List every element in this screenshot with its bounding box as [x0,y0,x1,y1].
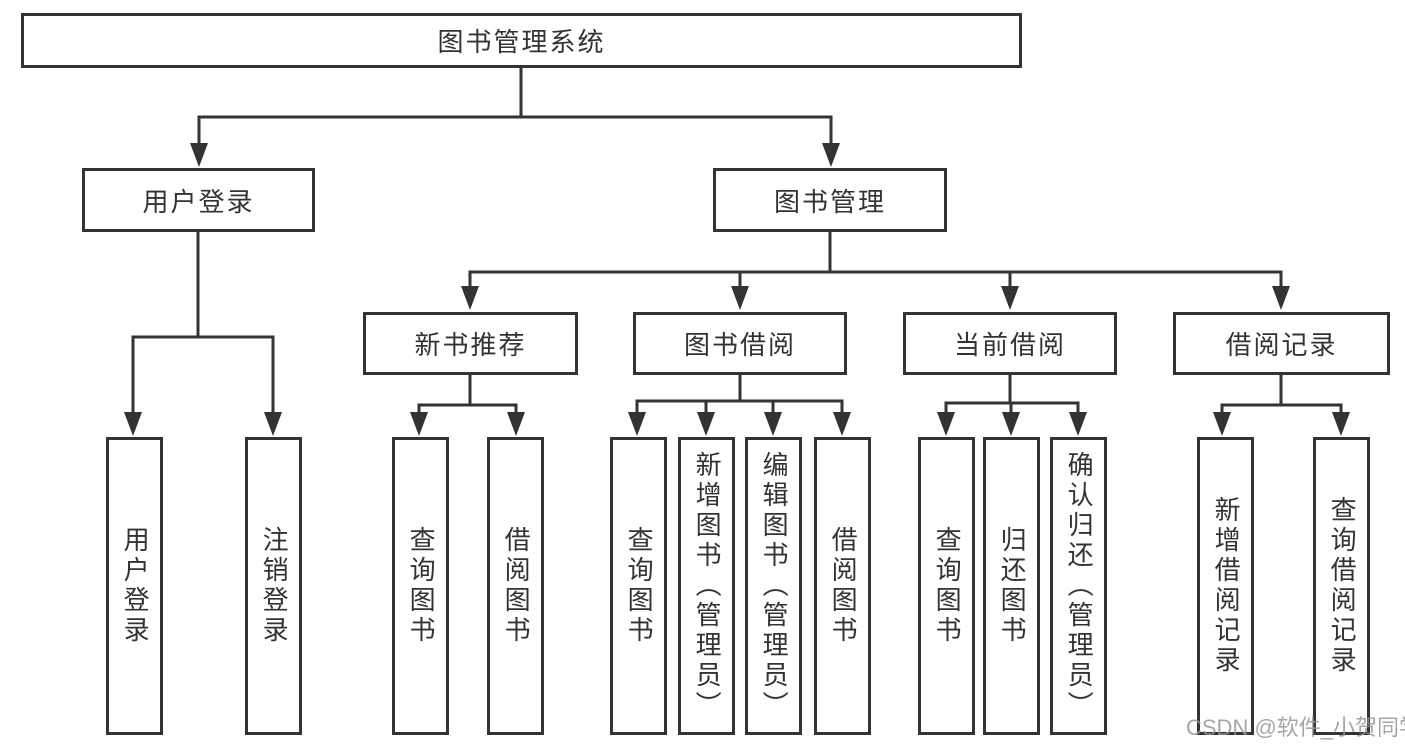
node-root: 图书管理系统 [21,13,1022,68]
leaf-label: 确认归还（管理员） [1064,451,1095,721]
node-root-label: 图书管理系统 [437,27,606,57]
arrow-down-icon [1272,286,1290,310]
node-user-login-label: 用户登录 [142,186,255,217]
leaf-user-login: 用户登录 [106,437,163,735]
node-borrowing-records-label: 借阅记录 [1225,330,1338,360]
arrow-down-icon [461,286,479,310]
leaf-label: 查询图书 [406,526,437,646]
leaf-borrow-books: 借阅图书 [487,437,544,735]
arrow-down-icon [507,412,525,436]
node-current-borrowing: 当前借阅 [903,312,1117,375]
leaf-query-books: 查询图书 [918,437,975,735]
arrow-down-icon [1001,286,1019,310]
node-new-book-recommend-label: 新书推荐 [414,330,527,360]
arrow-down-icon [628,412,646,436]
arrow-down-icon [697,412,715,436]
tree-edge [417,403,518,414]
node-book-borrowing-label: 图书借阅 [683,330,796,360]
tree-edge [1220,403,1343,414]
leaf-label: 查询借阅记录 [1327,496,1358,676]
arrow-down-icon [822,143,840,167]
leaf-label: 借阅图书 [828,526,859,646]
tree-edge [635,399,844,414]
arrow-down-icon [1213,412,1231,436]
arrow-down-icon [833,412,851,436]
tree-edge [468,270,1283,288]
leaf-add-borrow-record: 新增借阅记录 [1197,437,1254,735]
node-current-borrowing-label: 当前借阅 [953,330,1066,360]
arrow-down-icon [937,412,955,436]
tree-edge [131,335,275,414]
arrow-down-icon [190,143,208,167]
arrow-down-icon [1069,412,1087,436]
leaf-label: 用户登录 [120,526,151,646]
tree-edges [131,68,1343,414]
leaf-label: 查询图书 [932,526,963,646]
node-book-management-label: 图书管理 [773,186,886,217]
node-user-login: 用户登录 [82,168,315,232]
leaf-logout: 注销登录 [245,437,302,735]
arrow-down-icon [731,286,749,310]
leaf-query-books: 查询图书 [610,437,667,735]
leaf-label: 归还图书 [997,526,1028,646]
leaf-query-borrow-record: 查询借阅记录 [1313,437,1370,735]
watermark: CSDN @软件_小贺同学 [1186,715,1405,740]
leaf-query-books: 查询图书 [392,437,449,735]
arrow-down-icon [410,412,428,436]
leaf-label: 新增借阅记录 [1211,496,1242,676]
leaf-borrow-books: 借阅图书 [814,437,871,735]
arrow-down-icon [124,412,142,436]
leaf-add-book-admin: 新增图书（管理员） [678,437,735,735]
leaf-return-book: 归还图书 [983,437,1040,735]
leaf-confirm-return-admin: 确认归还（管理员） [1050,437,1107,735]
leaf-label: 查询图书 [624,526,655,646]
node-new-book-recommend: 新书推荐 [363,312,578,375]
node-borrowing-records: 借阅记录 [1173,312,1390,375]
leaf-label: 新增图书（管理员） [692,451,723,721]
leaf-edit-book-admin: 编辑图书（管理员） [745,437,802,735]
arrow-down-icon [764,412,782,436]
node-book-borrowing: 图书借阅 [633,312,847,375]
node-book-management: 图书管理 [713,168,947,232]
leaf-label: 注销登录 [259,526,290,646]
leaf-label: 编辑图书（管理员） [759,451,790,721]
arrowheads [124,143,1350,436]
tree-edge [197,115,833,145]
arrow-down-icon [1002,412,1020,436]
leaf-label: 借阅图书 [501,526,532,646]
arrow-down-icon [1332,412,1350,436]
arrow-down-icon [264,412,282,436]
